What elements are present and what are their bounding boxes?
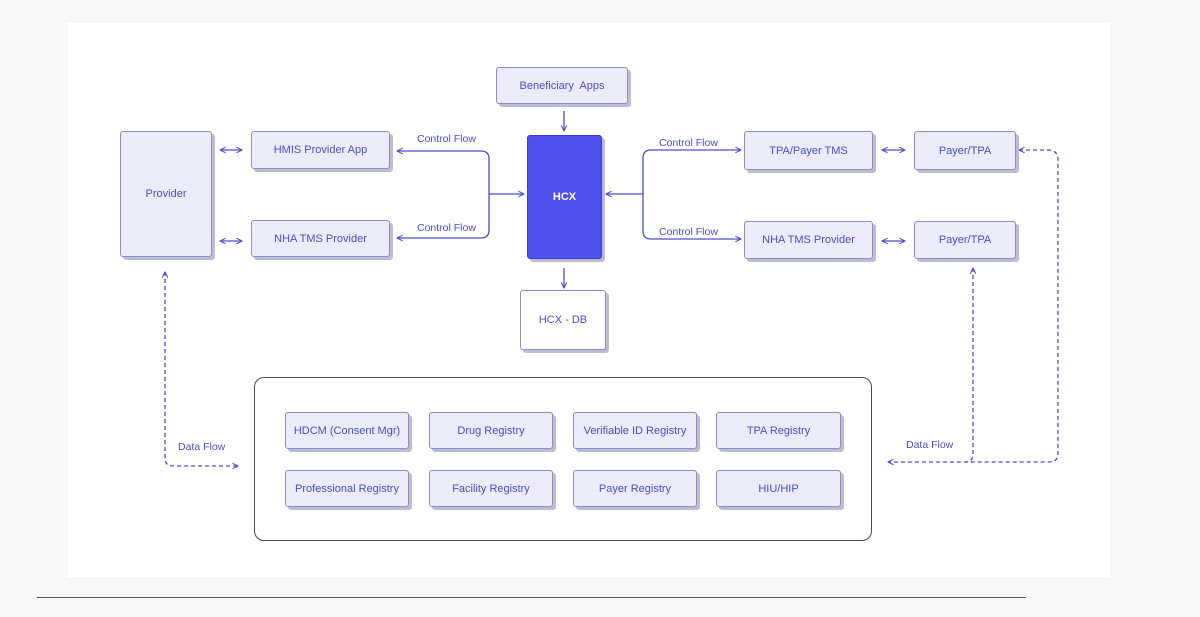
page-divider [37, 597, 1026, 598]
registry-hdcm[interactable]: HDCM (Consent Mgr) [285, 412, 409, 449]
registry-professional[interactable]: Professional Registry [285, 470, 409, 507]
nha-tms-provider-left-label: NHA TMS Provider [274, 232, 367, 245]
provider-label: Provider [145, 188, 187, 200]
registry-label: Facility Registry [452, 482, 530, 495]
provider-node[interactable]: Provider [120, 131, 212, 257]
registry-facility[interactable]: Facility Registry [429, 470, 553, 507]
control-flow-left-bottom [397, 194, 490, 238]
control-flow-right-top [606, 150, 741, 194]
hmis-provider-app-label: HMIS Provider App [273, 144, 368, 156]
hcx-label: HCX [552, 191, 577, 203]
registry-group-frame [254, 377, 872, 541]
hcx-node[interactable]: HCX [527, 135, 602, 259]
registry-label: Drug Registry [457, 424, 525, 437]
registry-label: TPA Registry [746, 424, 811, 437]
control-flow-label-right-top: Control Flow [659, 137, 718, 149]
data-flow-left [165, 272, 238, 466]
hmis-provider-app-node[interactable]: HMIS Provider App [251, 131, 390, 169]
payer-tpa-top-node[interactable]: Payer/TPA [914, 131, 1016, 170]
payer-tpa-bottom-node[interactable]: Payer/TPA [914, 221, 1016, 259]
data-flow-label-right: Data Flow [906, 439, 954, 451]
hcx-db-label: HCX - DB [538, 314, 588, 326]
registry-verifiable-id[interactable]: Verifiable ID Registry [573, 412, 697, 449]
hcx-db-node[interactable]: HCX - DB [520, 290, 606, 350]
data-flow-label-left: Data Flow [178, 441, 226, 453]
nha-tms-provider-right-node[interactable]: NHA TMS Provider [744, 221, 873, 259]
control-flow-right-bottom [642, 194, 741, 239]
registry-label: HIU/HIP [758, 482, 799, 495]
beneficiary-apps-node[interactable]: Beneficiary Apps [496, 67, 628, 104]
payer-tpa-bottom-label: Payer/TPA [938, 234, 992, 246]
beneficiary-apps-label: Beneficiary Apps [519, 79, 605, 92]
tpa-payer-tms-node[interactable]: TPA/Payer TMS [744, 131, 873, 170]
nha-tms-provider-right-label: NHA TMS Provider [762, 234, 855, 246]
registry-tpa[interactable]: TPA Registry [716, 412, 841, 449]
registry-label: Verifiable ID Registry [583, 424, 687, 437]
nha-tms-provider-left-node[interactable]: NHA TMS Provider [251, 220, 390, 257]
control-flow-left-top [397, 151, 524, 194]
registry-drug[interactable]: Drug Registry [429, 412, 553, 449]
data-flow-right-outer [965, 150, 1059, 463]
registry-payer[interactable]: Payer Registry [573, 470, 697, 507]
registry-label: Payer Registry [598, 482, 672, 495]
tpa-payer-tms-label: TPA/Payer TMS [769, 144, 848, 157]
payer-tpa-top-label: Payer/TPA [938, 144, 992, 157]
control-flow-label-right-bottom: Control Flow [659, 226, 718, 238]
data-flow-right-inner [888, 268, 973, 462]
registry-label: HDCM (Consent Mgr) [293, 424, 401, 437]
control-flow-label-left-bottom: Control Flow [417, 222, 476, 234]
registry-label: Professional Registry [295, 482, 399, 495]
control-flow-label-left-top: Control Flow [417, 133, 476, 145]
registry-hiu-hip[interactable]: HIU/HIP [716, 470, 841, 507]
